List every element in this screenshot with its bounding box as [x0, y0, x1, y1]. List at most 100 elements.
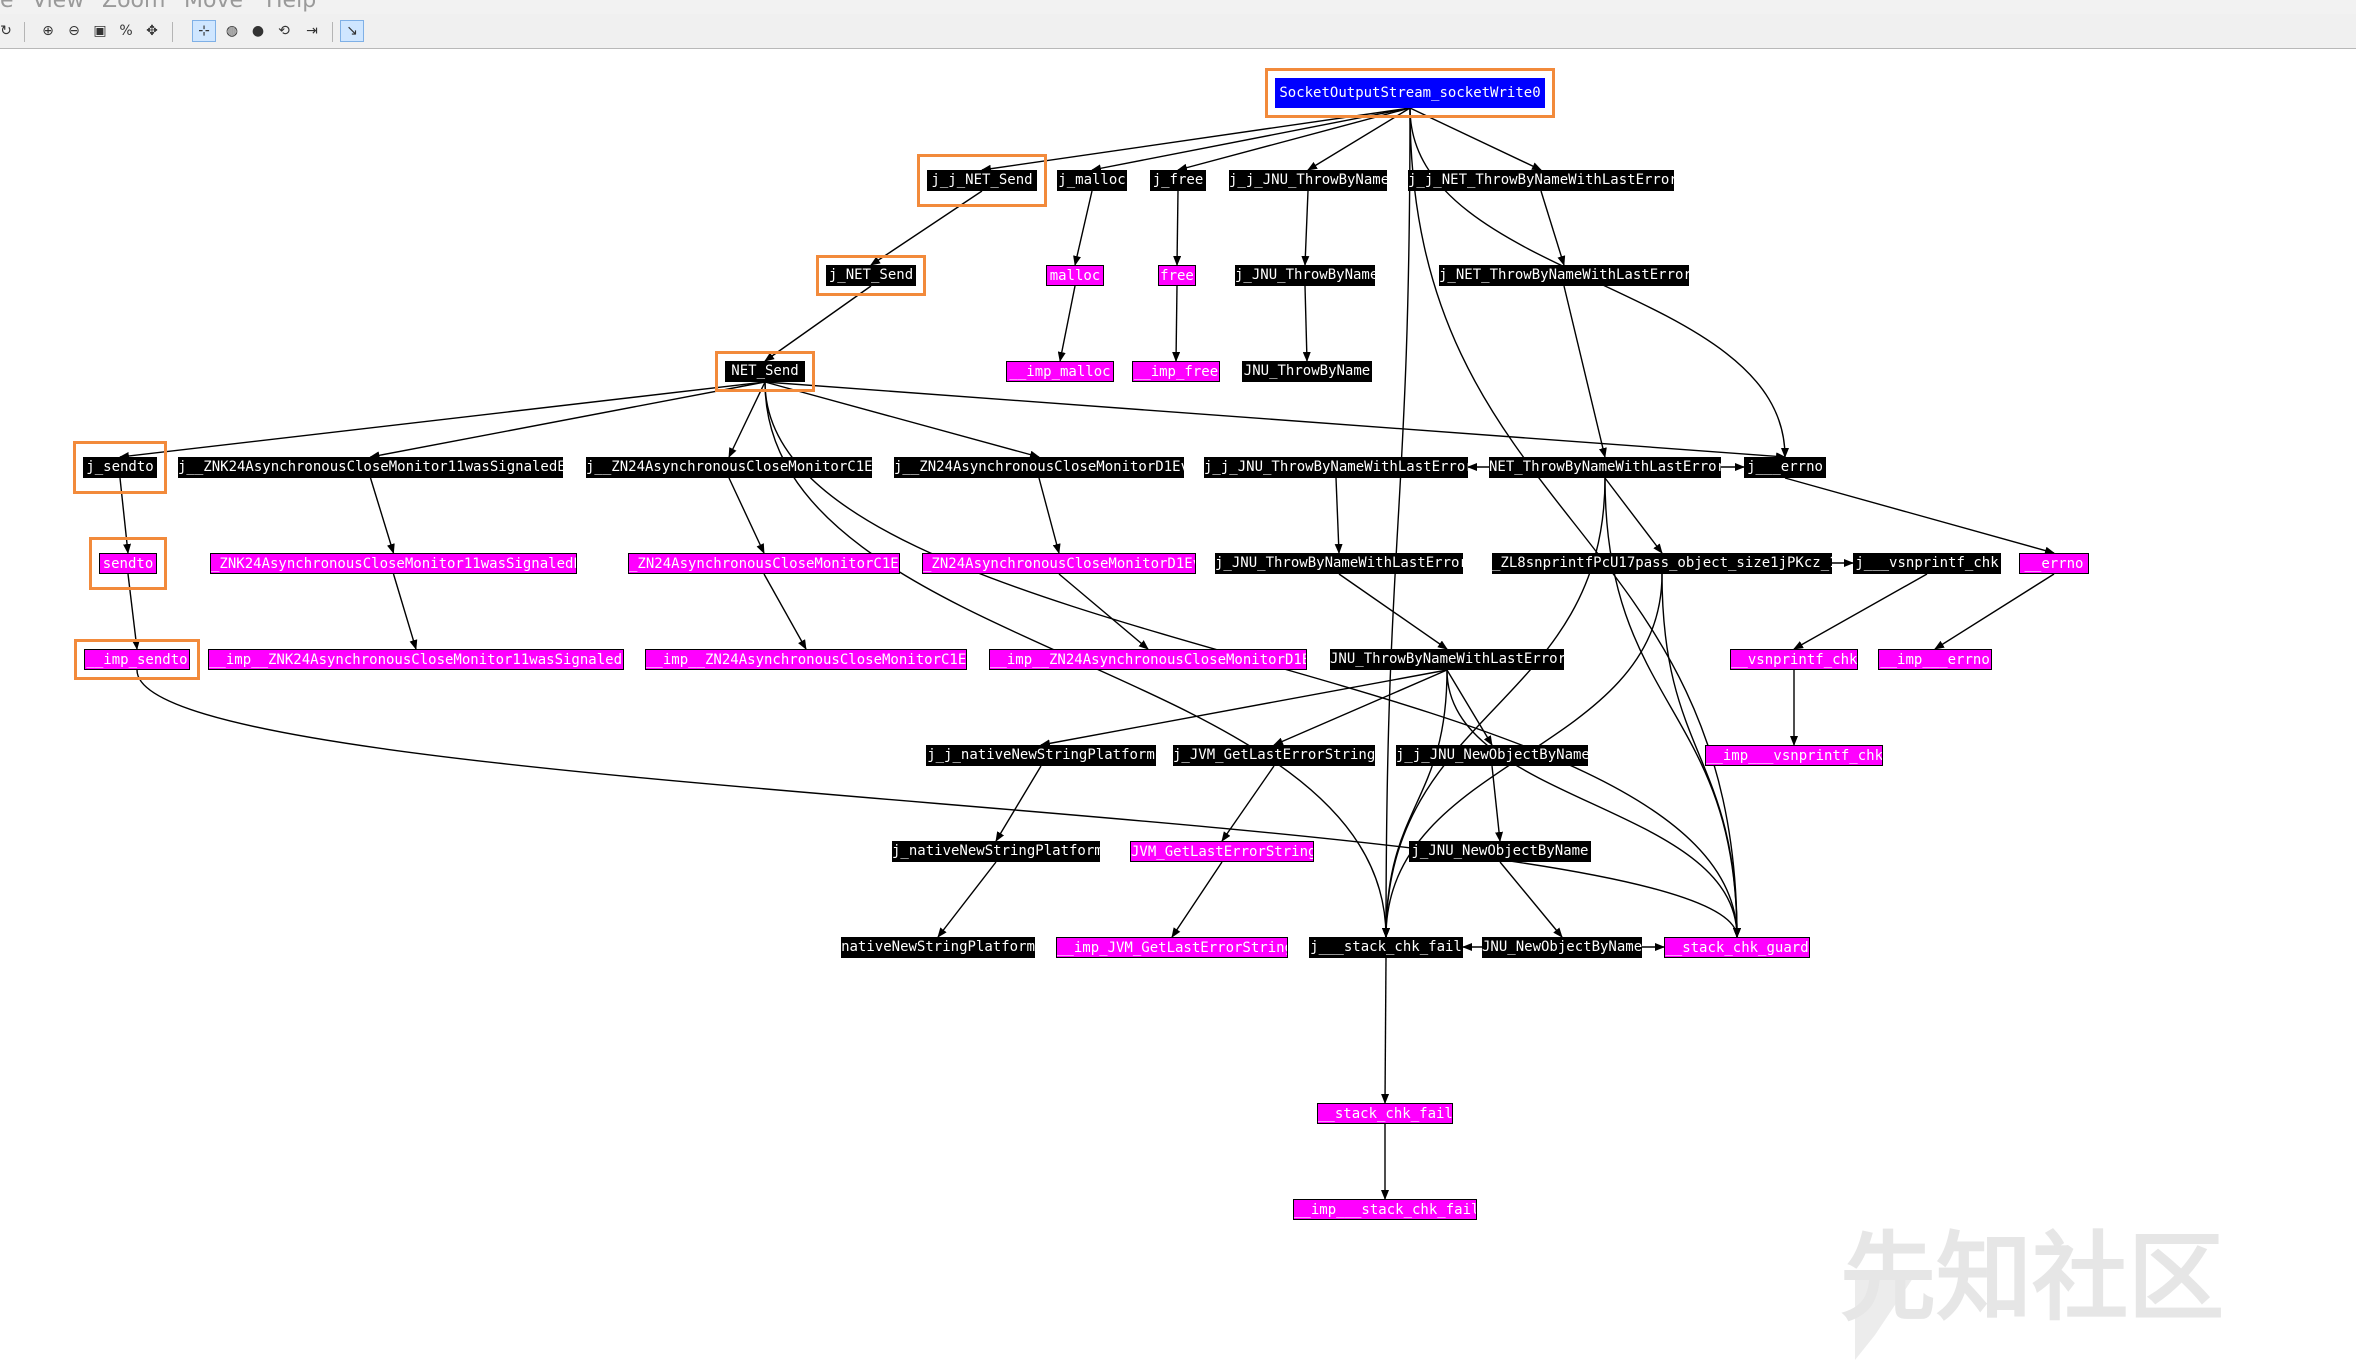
node-go-icon[interactable]: ● — [251, 23, 265, 39]
graph-edge — [1091, 107, 1411, 173]
graph-node[interactable]: j_j_JNU_ThrowByName — [1229, 170, 1387, 191]
graph-edge — [119, 381, 766, 460]
graph-node[interactable]: NET_ThrowByNameWithLastError — [1489, 457, 1721, 478]
graph-edge — [764, 381, 1040, 459]
graph-node[interactable]: __stack_chk_guard — [1664, 937, 1810, 958]
fit-window-icon[interactable]: ▣ — [93, 23, 107, 39]
graph-node[interactable]: NET_Send — [725, 361, 805, 382]
graph-node[interactable]: __imp_sendto — [84, 649, 190, 670]
graph-node[interactable]: j_JNU_NewObjectByName — [1409, 841, 1591, 862]
export-icon[interactable]: ⇥ — [306, 23, 318, 39]
graph-edge — [1173, 190, 1182, 266]
refresh-icon[interactable]: ⟲ — [278, 23, 290, 39]
graph-edge — [1604, 477, 1741, 938]
graph-edge — [1177, 107, 1411, 172]
graph-node[interactable]: _ZNK24AsynchronousCloseMonitor11wasSigna… — [210, 553, 577, 574]
graph-node[interactable]: sendto — [99, 553, 157, 574]
graph-node[interactable]: __imp_JVM_GetLastErrorString — [1056, 937, 1288, 958]
graph-edge — [764, 381, 1786, 461]
circle-icon[interactable]: ◍ — [225, 23, 239, 39]
graph-node[interactable]: j_free — [1150, 170, 1206, 191]
graph-node[interactable]: j_JNU_ThrowByNameWithLastError — [1215, 553, 1463, 574]
graph-node[interactable]: __imp___stack_chk_fail — [1293, 1199, 1477, 1220]
graph-node[interactable]: __imp_malloc — [1006, 361, 1114, 382]
graph-edge — [1540, 190, 1566, 266]
graph-edge — [1409, 107, 1542, 171]
layout-icon[interactable]: ⊹ — [192, 20, 216, 42]
graph-node[interactable]: j__ZN24AsynchronousCloseMonitorC1Ei — [586, 457, 872, 478]
move-icon[interactable]: ✥ — [146, 23, 158, 39]
zoom-100-icon[interactable]: % — [119, 23, 133, 39]
graph-node[interactable]: __errno — [2019, 553, 2089, 574]
graph-node[interactable]: __vsnprintf_chk — [1730, 649, 1858, 670]
graph-node[interactable]: malloc — [1046, 265, 1104, 286]
graph-node[interactable]: __imp_free — [1132, 361, 1220, 382]
highlight-box — [74, 639, 200, 680]
graph-node[interactable]: j_j_JNU_NewObjectByName — [1396, 745, 1588, 766]
graph-edge — [764, 285, 872, 362]
menu-zoom[interactable]: Zoom — [102, 0, 166, 13]
watermark-text: 先知社区 — [1840, 1222, 2224, 1334]
pointer-icon[interactable]: ↘ — [340, 20, 364, 42]
graph-node[interactable]: j_NET_Send — [826, 265, 916, 286]
graph-edge — [119, 477, 132, 554]
graph-node[interactable]: j_JNU_ThrowByName — [1235, 265, 1375, 286]
open-icon[interactable]: ↻ — [0, 23, 12, 39]
menu-help[interactable]: Help — [266, 0, 317, 13]
graph-node[interactable]: j__ZN24AsynchronousCloseMonitorD1Ev — [894, 457, 1184, 478]
zoom-in-icon[interactable]: ⊕ — [42, 23, 54, 39]
toolbar-separator — [24, 22, 25, 42]
graph-node[interactable]: JNU_NewObjectByName — [1482, 937, 1642, 958]
graph-node[interactable]: __imp___vsnprintf_chk — [1705, 745, 1883, 766]
graph-node[interactable]: j___vsnprintf_chk — [1853, 553, 2001, 574]
graph-node[interactable]: __imp__ZN24AsynchronousCloseMonitorD1Ev — [989, 649, 1307, 670]
graph-node[interactable]: JVM_GetLastErrorString — [1130, 841, 1314, 862]
graph-node[interactable]: JNU_ThrowByName — [1242, 361, 1372, 382]
menu-view[interactable]: View — [32, 0, 85, 13]
graph-node[interactable]: SocketOutputStream_socketWrite0 — [1275, 78, 1545, 108]
graph-node[interactable]: j_sendto — [83, 457, 157, 478]
graph-node[interactable]: j_j_NET_Send — [927, 170, 1037, 191]
graph-node[interactable]: __imp__ZN24AsynchronousCloseMonitorC1Ei — [645, 649, 967, 670]
zoom-out-icon[interactable]: ⊖ — [68, 23, 80, 39]
graph-edge — [1499, 861, 1563, 938]
graph-node[interactable]: j_nativeNewStringPlatform — [892, 841, 1100, 862]
graph-edge — [937, 861, 997, 938]
graph-edge — [127, 573, 140, 650]
highlight-box — [73, 441, 167, 494]
graph-node[interactable]: __imp___errno — [1878, 649, 1992, 670]
graph-edge — [1273, 669, 1448, 746]
graph-node[interactable]: j_NET_ThrowByNameWithLastError — [1439, 265, 1689, 286]
graph-node[interactable]: j___errno — [1744, 457, 1826, 478]
graph-edge — [1446, 669, 1493, 746]
highlight-box — [917, 154, 1047, 207]
graph-canvas[interactable]: SocketOutputStream_socketWrite0 j_j_NET_S… — [0, 50, 2356, 1360]
graph-edge — [369, 381, 766, 460]
toolbar-separator — [332, 22, 333, 42]
graph-node[interactable]: free — [1158, 265, 1196, 286]
graph-node[interactable]: _ZN24AsynchronousCloseMonitorD1Ev — [922, 553, 1196, 574]
graph-edge — [1058, 573, 1149, 650]
graph-node[interactable]: _ZL8snprintfPcU17pass_object_size1jPKcz_… — [1492, 553, 1832, 574]
graph-edge — [1301, 190, 1310, 266]
graph-node[interactable]: JNU_ThrowByNameWithLastError — [1330, 649, 1564, 670]
graph-node[interactable]: __imp__ZNK24AsynchronousCloseMonitor11wa… — [208, 649, 624, 670]
graph-edge — [1302, 285, 1311, 362]
graph-node[interactable]: j___stack_chk_fail — [1309, 937, 1463, 958]
graph-node[interactable]: __stack_chk_fail — [1317, 1103, 1453, 1124]
graph-node[interactable]: j__ZNK24AsynchronousCloseMonitor11wasSig… — [178, 457, 563, 478]
graph-node[interactable]: j_j_JNU_ThrowByNameWithLastError — [1204, 457, 1468, 478]
graph-node[interactable]: nativeNewStringPlatform — [841, 937, 1035, 958]
menu-move[interactable]: Move — [184, 0, 243, 13]
graph-node[interactable]: j_malloc — [1057, 170, 1127, 191]
graph-edge — [1793, 573, 1928, 650]
graph-node[interactable]: j_j_NET_ThrowByNameWithLastError — [1408, 170, 1674, 191]
menu-file[interactable]: e — [0, 0, 14, 13]
graph-edge — [1338, 573, 1448, 650]
graph-edge — [1307, 107, 1411, 171]
graph-edge — [1934, 573, 2055, 650]
highlight-box — [816, 255, 926, 296]
graph-node[interactable]: j_j_nativeNewStringPlatform — [926, 745, 1156, 766]
graph-node[interactable]: j_JVM_GetLastErrorString — [1173, 745, 1375, 766]
graph-node[interactable]: _ZN24AsynchronousCloseMonitorC1Ei — [628, 553, 900, 574]
